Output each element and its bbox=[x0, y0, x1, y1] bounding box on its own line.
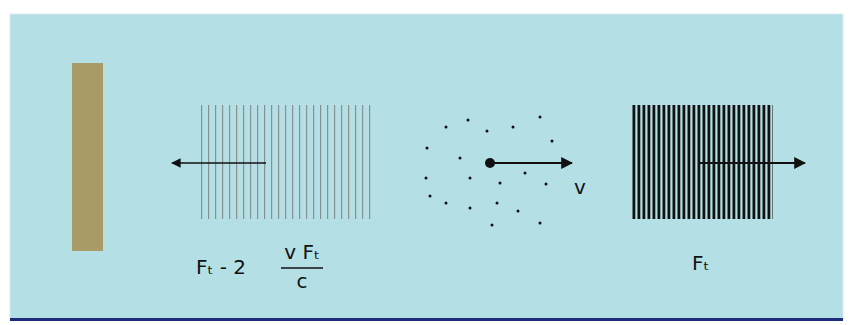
reflected-frequency-term: Fₜ - 2 bbox=[196, 256, 246, 279]
reflector-wall bbox=[72, 63, 103, 251]
transmitted-frequency-label: Fₜ bbox=[692, 252, 709, 275]
transmitted-direction-arrow bbox=[700, 162, 805, 164]
fraction-numerator: v Fₜ bbox=[284, 241, 320, 264]
fraction-bar bbox=[281, 267, 323, 269]
scatterer-dots bbox=[425, 116, 554, 227]
velocity-arrow bbox=[494, 162, 572, 164]
reflected-wave bbox=[200, 105, 373, 219]
velocity-label: v bbox=[574, 176, 586, 199]
panel-bottom-edge bbox=[10, 318, 843, 321]
reflected-direction-arrow bbox=[172, 162, 266, 164]
moving-scatterer bbox=[485, 158, 495, 168]
fraction-denominator: c bbox=[297, 270, 308, 293]
panel-ground bbox=[10, 14, 843, 320]
